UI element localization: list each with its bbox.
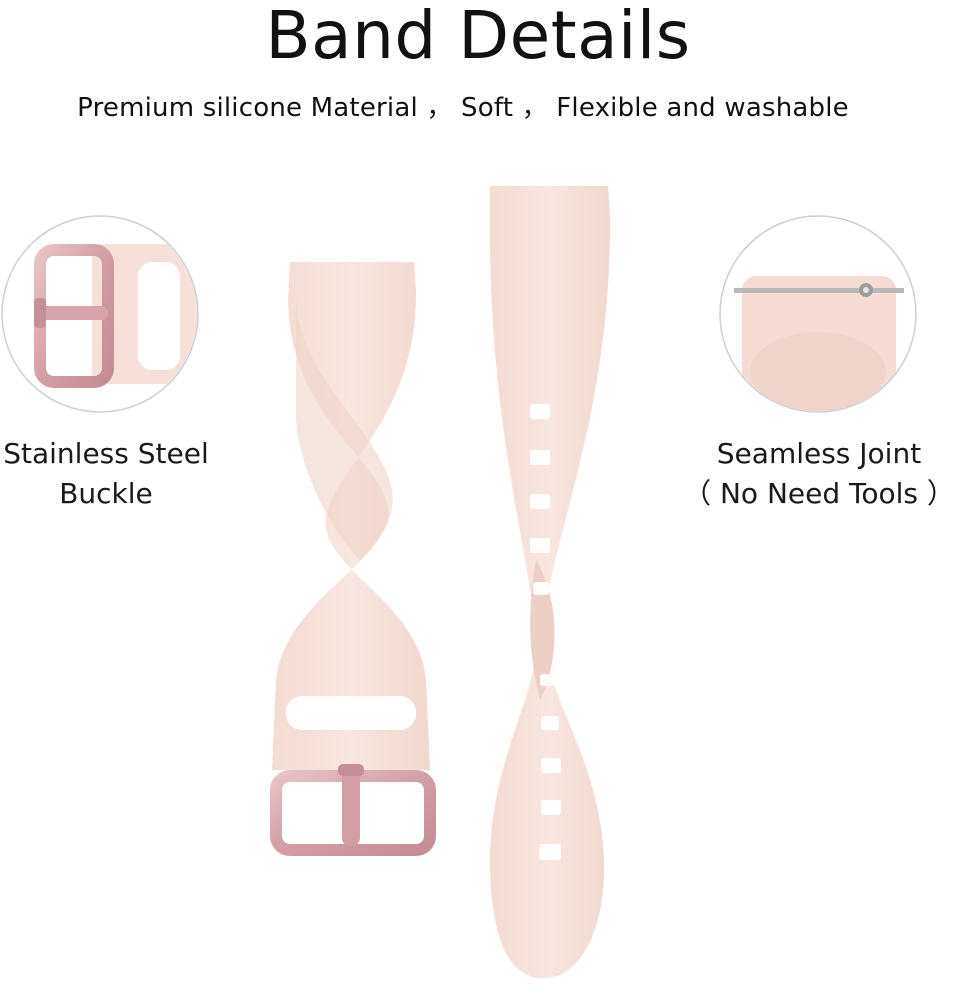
- joint-caption-line1: Seamless Joint: [716, 437, 922, 470]
- band-buckle-piece: [270, 262, 436, 856]
- buckle-closeup-icon: [1, 215, 199, 413]
- buckle-caption: Stainless Steel Buckle: [0, 434, 212, 514]
- joint-caption-line2: （ No Need Tools ）: [683, 477, 955, 510]
- quick-release-pin-icon: [719, 215, 917, 413]
- page-subtitle: Premium silicone Material ， Soft ， Flexi…: [77, 93, 849, 123]
- page-title: Band Details: [265, 0, 691, 74]
- joint-caption: Seamless Joint （ No Need Tools ）: [682, 434, 956, 514]
- band-holes-piece: [489, 186, 611, 979]
- buckle-caption-line1: Stainless Steel: [3, 437, 209, 470]
- buckle-caption-line2: Buckle: [59, 477, 153, 510]
